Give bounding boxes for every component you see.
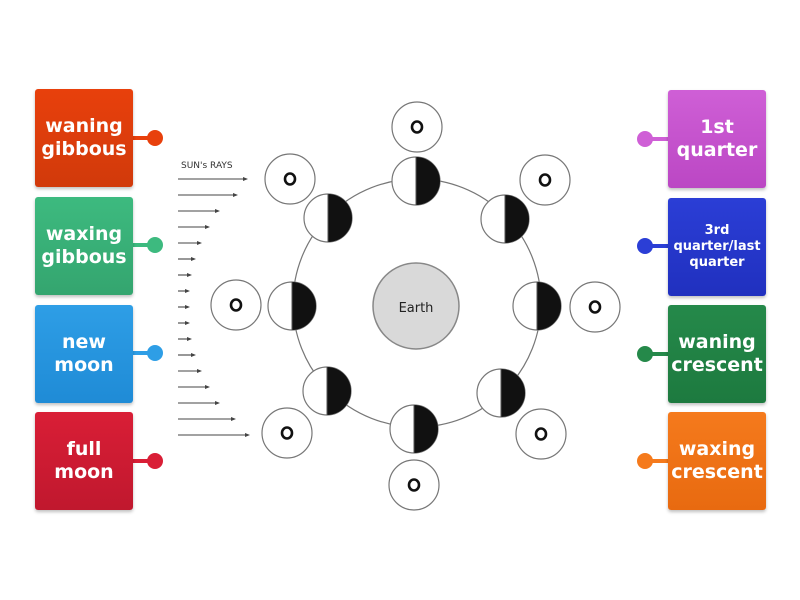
drop-pin[interactable] xyxy=(637,453,653,469)
phase-view-circle xyxy=(569,281,621,333)
view-glyph-o xyxy=(534,427,548,441)
moon-dark-half xyxy=(414,405,438,453)
orbit-moons xyxy=(267,156,562,454)
arrowhead xyxy=(245,433,250,437)
phase-view-circles xyxy=(210,101,621,511)
phase-view-circle xyxy=(261,407,313,459)
connector-line xyxy=(132,351,154,355)
label-1st-quarter[interactable]: 1st quarter xyxy=(668,90,766,188)
label-text: waning gibbous xyxy=(41,115,127,160)
connector-line xyxy=(646,137,668,141)
connector-line xyxy=(646,352,668,356)
orbit-moon xyxy=(302,366,352,416)
sun-rays xyxy=(178,177,250,437)
phase-view-circle xyxy=(388,459,440,511)
label-new-moon[interactable]: new moon xyxy=(35,305,133,403)
view-outline xyxy=(261,407,313,459)
phase-view-circle xyxy=(391,101,443,153)
moon-dark-half xyxy=(292,282,316,330)
view-outline xyxy=(519,154,571,206)
arrowhead xyxy=(205,225,210,229)
arrowhead xyxy=(185,321,190,325)
connector-line xyxy=(646,459,668,463)
connector-line xyxy=(646,244,668,248)
phase-view-circle xyxy=(210,279,262,331)
orbit-moon xyxy=(480,194,530,244)
phase-view-circle xyxy=(519,154,571,206)
arrowhead xyxy=(187,273,192,277)
view-glyph-o xyxy=(410,120,424,134)
moon-dark-half xyxy=(501,369,525,417)
sun-rays-label: SUN's RAYS xyxy=(181,161,233,171)
view-glyph-o xyxy=(538,173,552,187)
view-glyph-o xyxy=(280,426,294,440)
arrowhead xyxy=(187,337,192,341)
drop-pin[interactable] xyxy=(147,237,163,253)
moon-dark-half xyxy=(328,194,352,242)
label-3rd-quarter[interactable]: 3rd quarter/last quarter xyxy=(668,198,766,296)
earth: Earth xyxy=(372,262,460,350)
arrowhead xyxy=(243,177,248,181)
drop-pin[interactable] xyxy=(147,345,163,361)
label-text: waning crescent xyxy=(671,331,763,376)
orbit-moon xyxy=(303,193,353,243)
moon-dark-half xyxy=(505,195,529,243)
drop-pin[interactable] xyxy=(637,131,653,147)
view-outline xyxy=(391,101,443,153)
label-waxing-crescent[interactable]: waxing crescent xyxy=(668,412,766,510)
arrowhead xyxy=(215,209,220,213)
drop-pin[interactable] xyxy=(147,130,163,146)
arrowhead xyxy=(185,305,190,309)
view-outline xyxy=(210,279,262,331)
drop-pin[interactable] xyxy=(637,238,653,254)
moon-dark-half xyxy=(327,367,351,415)
label-text: new moon xyxy=(54,331,114,376)
label-waning-crescent[interactable]: waning crescent xyxy=(668,305,766,403)
view-glyph-o xyxy=(229,298,243,312)
orbit-moon xyxy=(267,281,317,331)
arrowhead xyxy=(197,241,202,245)
connector-line xyxy=(132,136,154,140)
view-outline xyxy=(515,408,567,460)
arrowhead xyxy=(231,417,236,421)
arrowhead xyxy=(191,257,196,261)
connector-line xyxy=(132,243,154,247)
arrowhead xyxy=(205,385,210,389)
view-glyph-o xyxy=(588,300,602,314)
arrowhead xyxy=(185,289,190,293)
phase-view-circle xyxy=(264,153,316,205)
orbit-moon xyxy=(476,368,526,418)
phase-view-circle xyxy=(515,408,567,460)
earth-label: Earth xyxy=(399,301,434,316)
label-waxing-gibbous[interactable]: waxing gibbous xyxy=(35,197,133,295)
drop-pin[interactable] xyxy=(637,346,653,362)
connector-line xyxy=(132,459,154,463)
label-waning-gibbous[interactable]: waning gibbous xyxy=(35,89,133,187)
view-glyph-o xyxy=(283,172,297,186)
orbit-moon xyxy=(512,281,562,331)
label-text: waxing gibbous xyxy=(41,223,127,268)
label-text: full moon xyxy=(54,438,114,483)
view-glyph-o xyxy=(407,478,421,492)
arrowhead xyxy=(197,369,202,373)
view-outline xyxy=(264,153,316,205)
orbit-moon xyxy=(389,404,439,454)
drop-pin[interactable] xyxy=(147,453,163,469)
moon-dark-half xyxy=(416,157,440,205)
earth-circle xyxy=(372,262,460,350)
view-outline xyxy=(569,281,621,333)
arrowhead xyxy=(233,193,238,197)
label-text: 1st quarter xyxy=(676,116,758,161)
arrowhead xyxy=(215,401,220,405)
view-outline xyxy=(388,459,440,511)
arrowhead xyxy=(191,353,196,357)
label-text: 3rd quarter/last quarter xyxy=(673,223,761,270)
moon-dark-half xyxy=(537,282,561,330)
label-text: waxing crescent xyxy=(671,438,763,483)
label-full-moon[interactable]: full moon xyxy=(35,412,133,510)
orbit-moon xyxy=(391,156,441,206)
